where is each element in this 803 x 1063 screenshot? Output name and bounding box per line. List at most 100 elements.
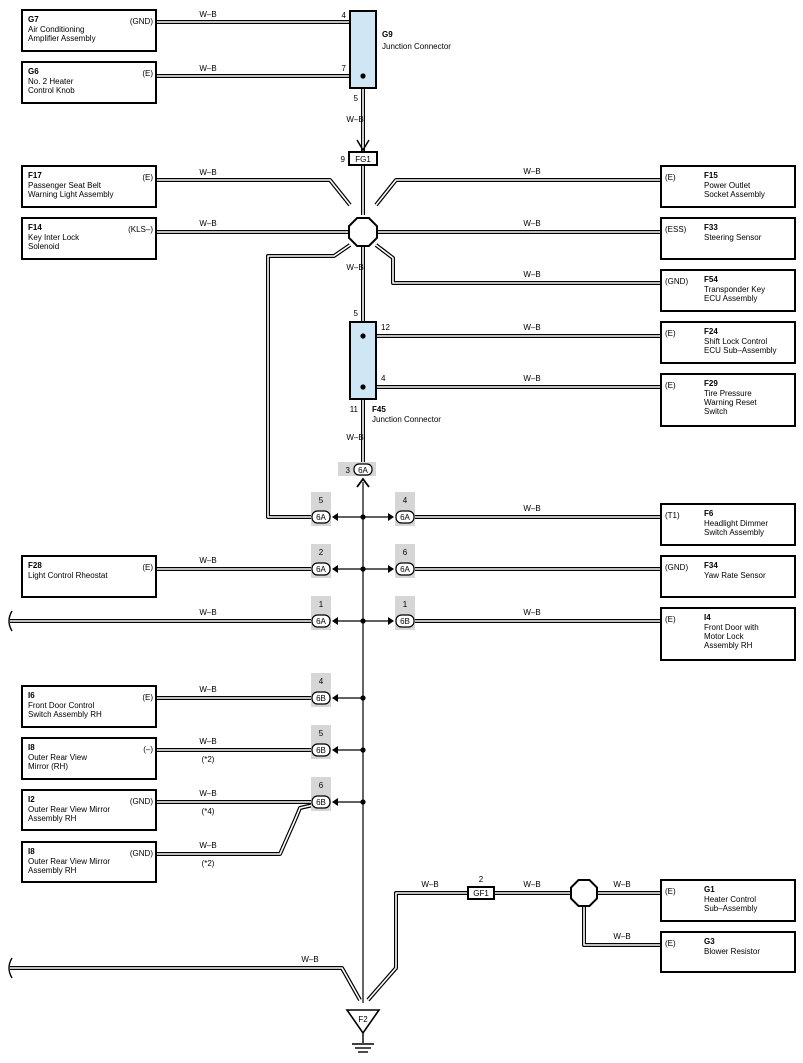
component-box [660, 373, 796, 427]
wire-ground-right-core [367, 892, 468, 1001]
pin-label: (E) [665, 887, 676, 896]
arrow-icon [332, 513, 338, 521]
wire-label-g1: W–B [613, 880, 630, 889]
pin-label: (E) [142, 173, 153, 182]
connector-label: 6B [316, 798, 326, 807]
component-code: F24 [704, 327, 718, 336]
arrow-icon [332, 746, 338, 754]
connector-6a-main [353, 463, 373, 476]
wire-label-g7: W–B [199, 10, 216, 19]
wire-label-f29: W–B [523, 374, 540, 383]
component-box [21, 217, 157, 260]
wire-f17-core [155, 179, 351, 206]
f45-pin-5: 5 [354, 309, 359, 318]
component-code: F28 [28, 561, 42, 570]
pin-label: (E) [142, 563, 153, 572]
component-name: Air Conditioning [28, 25, 84, 34]
component-box [660, 321, 796, 364]
component-name: Amplifier Assembly [28, 34, 96, 43]
component-name: Motor Lock [704, 632, 745, 641]
pin-label: (E) [665, 173, 676, 182]
connector-label: 6A [316, 565, 326, 574]
connector-l6: 6 6B [311, 777, 338, 811]
f45-pin-4: 4 [381, 374, 386, 383]
connector-pill [311, 691, 331, 705]
wire-label-g3: W–B [613, 932, 630, 941]
arrow-icon [332, 798, 338, 806]
component-name: Blower Resistor [704, 947, 760, 956]
component-name: Power Outlet [704, 181, 751, 190]
connector-pin: 6 [319, 781, 324, 790]
wire-g3-core [583, 907, 662, 946]
wire-f6-left-core [267, 244, 351, 518]
g9-pin-7: 7 [342, 64, 347, 73]
connector-pin: 3 [346, 466, 351, 475]
connector-l3: 16A [311, 596, 338, 630]
wire-label-f54: W–B [523, 270, 540, 279]
wire-label-mid: W–B [346, 263, 363, 272]
wire-label-left: W–B [199, 608, 216, 617]
connector-label: 6B [316, 694, 326, 703]
component-box [21, 165, 157, 208]
component-name: Headlight Dimmer [704, 519, 768, 528]
g9-pin-4: 4 [342, 11, 347, 20]
component-code: G1 [704, 885, 715, 894]
connector-pin: 5 [319, 729, 324, 738]
component-name: Shift Lock Control [704, 337, 767, 346]
f45-pin-12: 12 [381, 323, 390, 332]
wire-f54-core [375, 244, 662, 284]
wire-label-g6: W–B [199, 64, 216, 73]
component-name: Switch [704, 407, 728, 416]
component-box [21, 61, 157, 104]
connector-pin: 2 [479, 875, 484, 884]
connector-pin: 4 [403, 496, 408, 505]
wire-f15-core [375, 179, 662, 206]
component-code: F54 [704, 275, 718, 284]
arrow-icon [332, 617, 338, 625]
wire-label-gf1: W–B [421, 880, 438, 889]
component-name: ECU Assembly [704, 294, 757, 303]
g9-pin-5: 5 [354, 94, 359, 103]
junction-g9 [349, 10, 377, 89]
pin-label: (GND) [130, 797, 153, 806]
pin-label: (E) [665, 381, 676, 390]
wire-f6-left [266, 243, 352, 519]
component-box [21, 737, 157, 780]
pin-label: (T1) [665, 511, 680, 520]
component-box [660, 555, 796, 598]
component-box [660, 607, 796, 661]
connector-pill [311, 562, 331, 576]
component-name: Switch Assembly RH [28, 710, 102, 719]
component-name: Solenoid [28, 242, 59, 251]
junction-point [360, 384, 366, 390]
component-name: Outer Rear View Mirror [28, 857, 110, 866]
component-code: G7 [28, 15, 39, 24]
junction-name: Junction Connector [382, 42, 451, 51]
component-name: Heater Control [704, 895, 756, 904]
pin-label: (E) [142, 69, 153, 78]
component-box [660, 269, 796, 312]
connector-pill [311, 743, 331, 757]
junction-point [360, 695, 366, 701]
component-name: Assembly RH [28, 814, 77, 823]
connector-pin: 9 [341, 155, 346, 164]
connector-l2: 26A [311, 544, 338, 578]
wire-break-icon [8, 957, 13, 979]
component-code: I4 [704, 613, 711, 622]
connector-r1: 46A [388, 492, 415, 526]
wire-label-f33: W–B [523, 219, 540, 228]
component-name: Steering Sensor [704, 233, 762, 242]
arrow-icon [356, 477, 370, 488]
component-name: Control Knob [28, 86, 75, 95]
component-code: F17 [28, 171, 42, 180]
ground-triangle-icon [345, 1009, 381, 1035]
